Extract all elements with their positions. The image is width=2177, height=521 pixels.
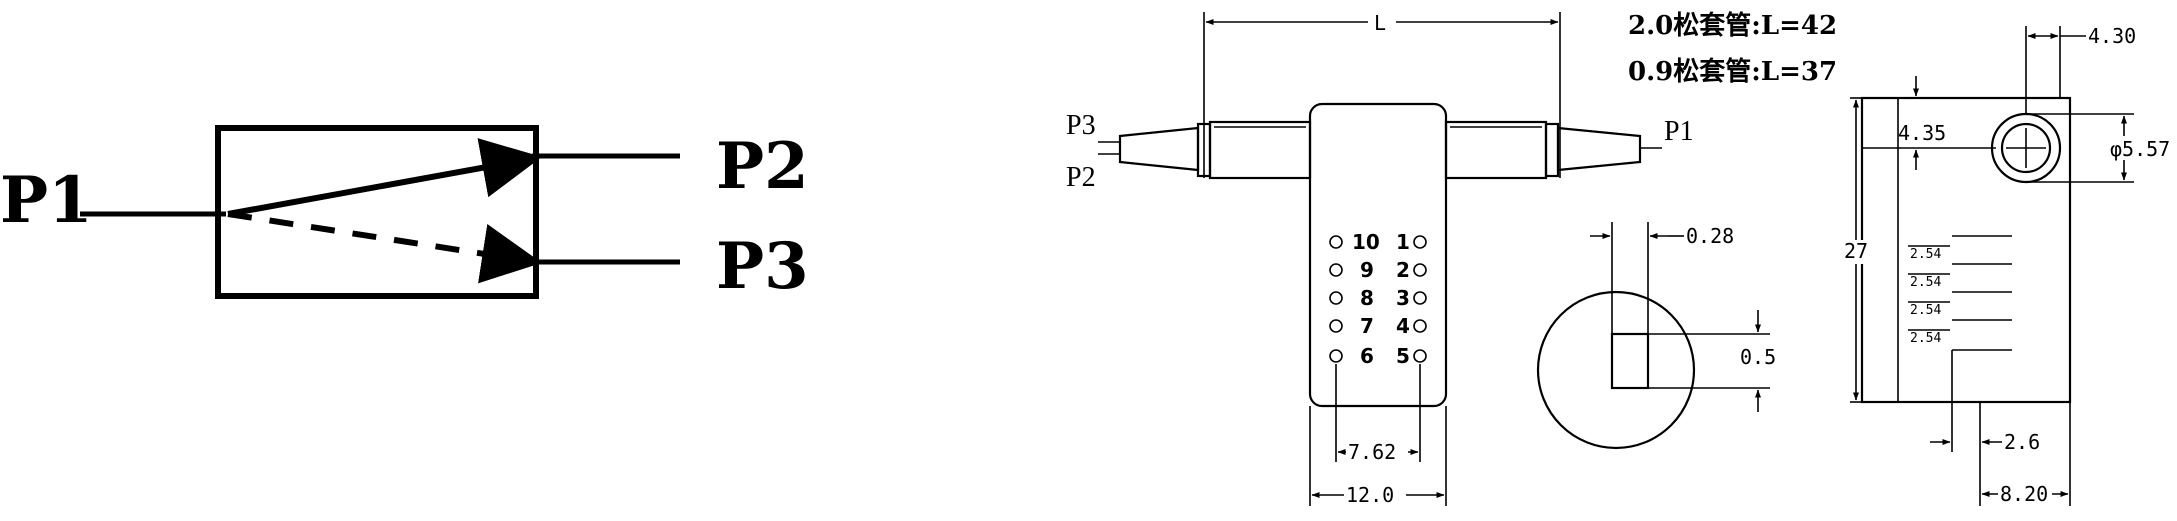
fiber-label-p2: P2 — [1066, 162, 1096, 193]
pin-number: 3 — [1396, 286, 1410, 310]
pin-offset-label: 4.35 — [1898, 121, 1946, 145]
fiber-label-p1: P1 — [1664, 116, 1694, 147]
pin-height-label: 0.5 — [1740, 345, 1776, 369]
port-label-p1: P1 — [0, 163, 93, 238]
pin-number: 1 — [1396, 230, 1410, 254]
pin-number: 5 — [1396, 344, 1410, 368]
pitch-label: 2.54 — [1910, 303, 1941, 318]
pin-width-label: 0.28 — [1686, 224, 1734, 248]
pin-number: 6 — [1360, 344, 1374, 368]
side-view-drawing: 4.30 4.35 φ5.57 27 2.54 2.54 2.54 2.54 — [1842, 24, 2174, 506]
note-line-2: 0.9松套管:L=37 — [1628, 57, 1837, 87]
optical-schematic: P1 P2 P3 — [0, 125, 809, 304]
note-line-1: 2.0松套管:L=42 — [1628, 11, 1837, 41]
port-label-p3: P3 — [716, 229, 809, 304]
pitch-label: 2.54 — [1910, 275, 1941, 290]
pin-detail-drawing: 0.28 0.5 — [1536, 222, 1776, 450]
height-label: 27 — [1844, 239, 1868, 263]
pin-grid: 10 9 8 7 6 1 2 3 4 5 — [1329, 230, 1427, 368]
pin-pitch-label: 7.62 — [1348, 440, 1396, 464]
schematic-box — [215, 125, 539, 299]
fiber-label-p3: P3 — [1066, 110, 1096, 141]
length-label: L — [1374, 11, 1386, 35]
pin-number: 9 — [1360, 258, 1374, 282]
depth-label: 8.20 — [2000, 482, 2048, 506]
pin-number: 7 — [1360, 314, 1374, 338]
top-view-drawing: L 2.0松套管:L=42 0.9松套管:L=37 P3 P2 P1 — [1066, 10, 1837, 507]
pin-number: 2 — [1396, 258, 1410, 282]
pin-number: 8 — [1360, 286, 1374, 310]
pin-number: 4 — [1396, 314, 1410, 338]
solid-arrow — [227, 138, 542, 217]
pitch-label: 2.54 — [1910, 247, 1941, 262]
diameter-label: φ5.57 — [2110, 137, 2170, 161]
body-width-label: 12.0 — [1346, 483, 1394, 507]
port-label-p2: P2 — [716, 129, 809, 204]
top-offset-label: 4.30 — [2088, 24, 2136, 48]
pin-number: 10 — [1352, 230, 1380, 254]
pin-protrusion-label: 2.6 — [2004, 430, 2040, 454]
dashed-arrow — [227, 211, 542, 284]
pitch-label: 2.54 — [1910, 331, 1941, 346]
